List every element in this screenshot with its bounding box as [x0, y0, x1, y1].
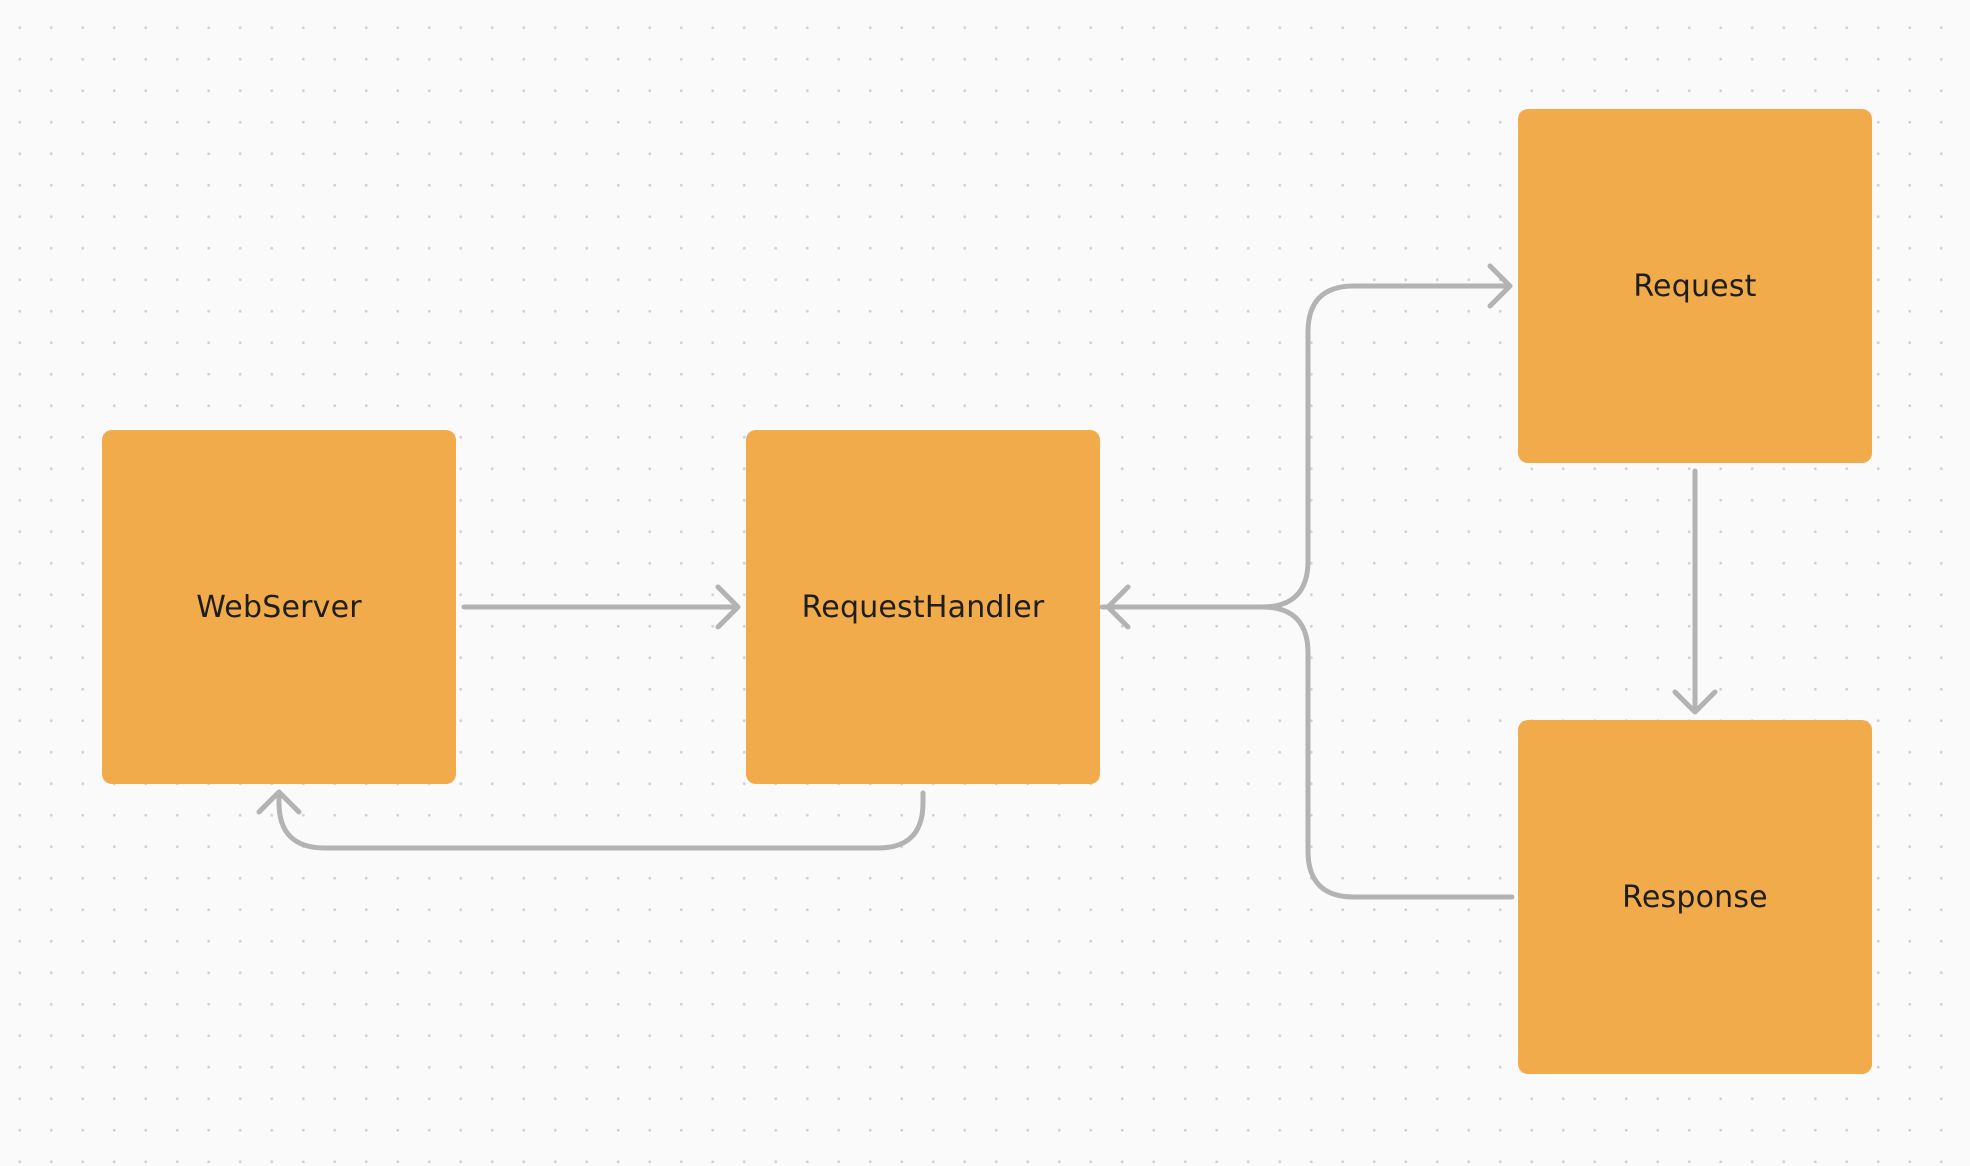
connector-webserver-to-requesthandler[interactable] — [461, 584, 741, 630]
node-webserver[interactable]: WebServer — [102, 430, 456, 784]
node-request[interactable]: Request — [1518, 109, 1872, 463]
node-webserver-label: WebServer — [196, 589, 362, 625]
node-requesthandler[interactable]: RequestHandler — [746, 430, 1100, 784]
connector-request-to-response[interactable] — [1672, 468, 1718, 715]
connector-response-to-requesthandler[interactable] — [1105, 584, 1515, 900]
node-requesthandler-label: RequestHandler — [801, 589, 1045, 625]
node-response[interactable]: Response — [1518, 720, 1872, 1074]
node-request-label: Request — [1633, 268, 1757, 304]
connector-requesthandler-to-request[interactable] — [1099, 263, 1513, 610]
node-response-label: Response — [1622, 879, 1768, 915]
connector-requesthandler-to-webserver[interactable] — [256, 789, 926, 851]
